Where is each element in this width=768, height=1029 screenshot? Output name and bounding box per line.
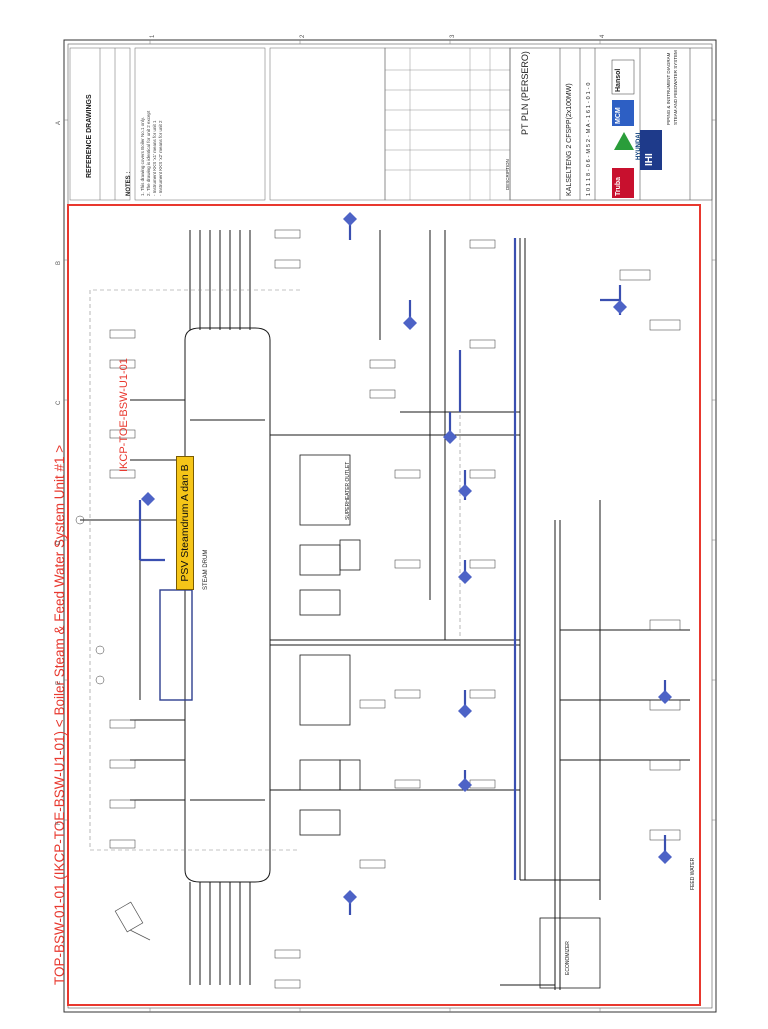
grid-label: 2 [300, 34, 306, 38]
valve-diamond [658, 850, 672, 864]
valve-diamond [343, 212, 357, 226]
psv-steamdrum-label: PSV Steamdrum A dan B [176, 456, 194, 590]
valve-diamond [443, 430, 457, 444]
feedwater-label: FEED WATER [690, 857, 696, 890]
grid-label: C [56, 400, 62, 405]
dashed-boundary [89, 289, 461, 851]
instrument-tags [75, 229, 681, 989]
grid-label: 4 [600, 34, 606, 38]
superheater-box-1 [299, 454, 351, 526]
hyundai-logo [614, 132, 634, 150]
grid-label: F [56, 821, 62, 825]
valve-diamond [403, 316, 417, 330]
reference-block [69, 47, 511, 201]
camera-icon [114, 901, 151, 941]
valve-diamond [613, 300, 627, 314]
truba-logo-text: Truba [615, 176, 622, 196]
economizer-label: ECONOMIZER [565, 941, 571, 975]
note-line: - Instrument KKS 'x2' means for unit 2 [158, 120, 163, 196]
revision-table [385, 48, 510, 200]
steam-drum-label: STEAM DRUM [203, 549, 209, 590]
hyundai-logo-text: HYUNDAI [636, 132, 642, 160]
psv-box [159, 589, 193, 701]
owner-name: PT PLN (PERSERO) [520, 51, 530, 135]
notes-title: NOTES : [126, 171, 132, 196]
superheater-label: SUPERHEATER OUTLET [345, 461, 351, 520]
grid-label: B [56, 260, 62, 265]
reference-drawings-title: REFERENCE DRAWINGS [86, 94, 93, 178]
annotation-subtitle: IKCP-TOE-BSW-U1-01 [118, 358, 130, 472]
steam-drum [184, 327, 271, 883]
main-piping [80, 230, 690, 990]
superheater-box-2 [299, 654, 351, 726]
grid-label: D [56, 540, 62, 545]
truba-logo [612, 168, 634, 198]
title-block-frame [509, 47, 713, 201]
valve-diamond [658, 690, 672, 704]
grid-label: E [56, 680, 62, 685]
valve-diamond [343, 890, 357, 904]
logo-row [611, 59, 662, 198]
notes-list: 1. This drawing covers Boiler No.1 only.… [140, 111, 164, 196]
ihi-logo-text: IHI [644, 153, 655, 166]
economizer-box [539, 917, 601, 989]
grid-label: 1 [150, 34, 156, 38]
drawing-title-2: STEAM AND FEEDWATER SYSTEM [673, 50, 678, 125]
border-ticks [64, 40, 716, 1012]
highlight-border [67, 204, 701, 1006]
mcm-logo [612, 100, 634, 126]
hansol-logo-text: Hansol [615, 68, 622, 92]
description-label: DESCRIPTION [505, 159, 510, 190]
grid-label: 3 [450, 34, 456, 38]
valve-diamond [458, 704, 472, 718]
valve-diamond [141, 492, 155, 506]
equipment-boxes [159, 454, 601, 989]
valve-diamonds [141, 212, 672, 904]
valve-diamond [458, 778, 472, 792]
drawing-title-1: PIPING & INSTRUMENT DIAGRAM [666, 52, 671, 125]
project-name: KALSELTENG 2 CFSPP(2x100MW) [566, 83, 573, 196]
ihi-logo [640, 130, 662, 170]
blue-lines [138, 218, 667, 915]
annotation-title: TOP-BSW-01-01 (IKCP-TOE-BSW-U1-01) < Boi… [52, 444, 67, 985]
hansol-logo [611, 59, 635, 95]
valve-diamond [458, 484, 472, 498]
drawing-number: 1 0 1 1 8 - 0 6 - M 5 2 - M A - 1 6 1 - … [586, 82, 592, 196]
outer-frame [63, 39, 717, 1013]
valve-diamond [458, 570, 472, 584]
grid-label: A [56, 120, 62, 125]
mcm-logo-text: MCM [615, 107, 622, 124]
